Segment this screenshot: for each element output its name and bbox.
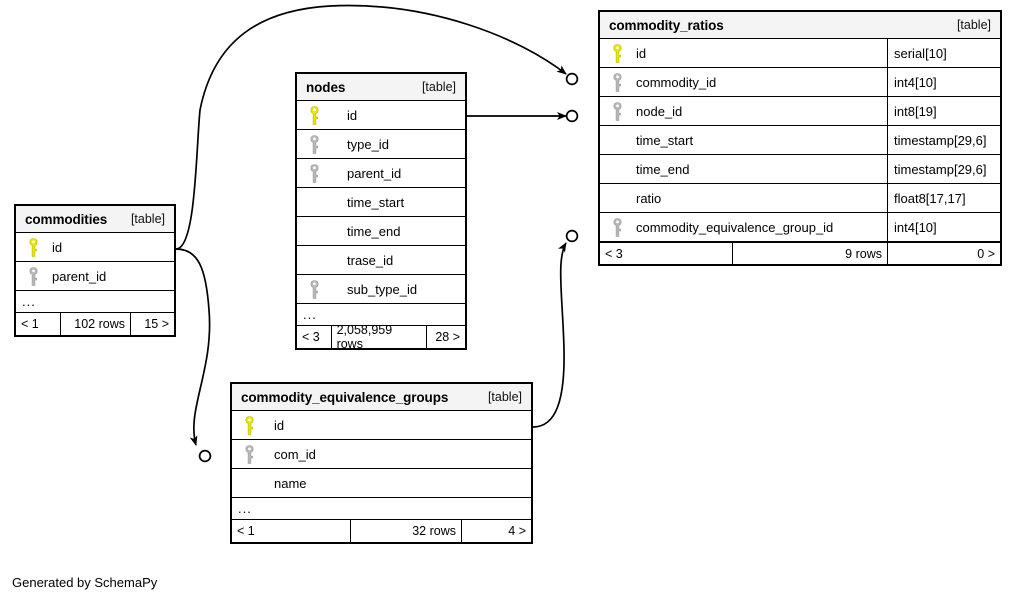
column-type: int4[10] (887, 68, 1000, 96)
column-name: id (636, 45, 647, 61)
column-type: timestamp[29,6] (887, 126, 1000, 154)
column-name: time_end (636, 161, 690, 177)
next-page-button[interactable]: 28 > (425, 326, 465, 348)
row-count: 102 rows (60, 313, 130, 335)
table-commodities[interactable]: commodities [table] id (14, 204, 176, 337)
edge-nodes-to-commodity-ratios (467, 109, 579, 123)
row-count: 9 rows (732, 243, 887, 264)
table-header-commodities: commodities [table] (16, 206, 174, 233)
table-tag: [table] (130, 212, 165, 226)
column-row[interactable]: node_id int8[19] (600, 97, 1000, 126)
next-page-button[interactable]: 0 > (887, 243, 1000, 264)
key-icon-grey (607, 72, 628, 92)
column-row[interactable]: id (232, 411, 531, 440)
column-type: timestamp[29,6] (887, 155, 1000, 183)
table-nodes[interactable]: nodes [table] id (295, 72, 467, 351)
column-name: node_id (636, 103, 683, 119)
table-header-commodity-equivalence-groups: commodity_equivalence_groups [table] (232, 384, 531, 411)
column-name: commodity_id (636, 74, 717, 90)
key-icon-yellow (607, 43, 628, 63)
table-title: commodity_ratios (609, 17, 724, 33)
next-page-button[interactable]: 15 > (130, 313, 174, 335)
key-icon-grey (607, 101, 628, 121)
column-name: ratio (636, 190, 662, 206)
prev-page-button[interactable]: < 1 (237, 524, 255, 538)
table-tag: [table] (956, 18, 991, 32)
table-commodity-equivalence-groups[interactable]: commodity_equivalence_groups [table] id (230, 382, 533, 544)
column-name: parent_id (52, 268, 107, 284)
column-name: sub_type_id (347, 281, 418, 297)
table-title: commodities (25, 211, 108, 227)
column-name: name (274, 475, 307, 491)
column-type: serial[10] (887, 39, 1000, 67)
column-name: time_start (636, 132, 694, 148)
column-row[interactable]: com_id (232, 440, 531, 469)
key-icon-yellow (239, 415, 260, 435)
key-icon-grey (23, 266, 44, 286)
table-footer: < 1 102 rows 15 > (16, 313, 174, 335)
column-row[interactable]: id (297, 101, 465, 130)
table-tag: [table] (487, 390, 522, 404)
key-icon-yellow (304, 105, 325, 125)
column-row[interactable]: time_end timestamp[29,6] (600, 155, 1000, 184)
table-title: commodity_equivalence_groups (241, 389, 449, 405)
table-header-nodes: nodes [table] (297, 74, 465, 101)
prev-page-button[interactable]: < 1 (21, 317, 39, 331)
table-footer: < 3 2,058,959 rows 28 > (297, 323, 465, 351)
column-row[interactable]: commodity_id int4[10] (600, 68, 1000, 97)
table-commodity-ratios[interactable]: commodity_ratios [table] id serial[10] (598, 10, 1002, 266)
column-row[interactable]: parent_id (16, 262, 174, 291)
table-header-commodity-ratios: commodity_ratios [table] (600, 12, 1000, 39)
next-page-button[interactable]: 4 > (461, 520, 531, 542)
row-count: 2,058,959 rows (330, 323, 426, 351)
table-tag: [table] (421, 80, 456, 94)
key-icon-grey (304, 279, 325, 299)
prev-page-button[interactable]: < 3 (605, 246, 623, 261)
column-row[interactable]: trase_id (297, 246, 465, 275)
column-name: commodity_equivalence_group_id (636, 219, 834, 235)
column-row[interactable]: id (16, 233, 174, 262)
more-columns-ellipsis: ... (232, 498, 531, 520)
column-name: id (52, 239, 63, 255)
more-columns-ellipsis: ... (16, 291, 174, 313)
column-row[interactable]: type_id (297, 130, 465, 159)
edge-ceg-to-commodity-ratios (532, 229, 579, 428)
generated-by-credit: Generated by SchemaPy (12, 575, 158, 590)
column-row[interactable]: commodity_equivalence_group_id int4[10] (600, 213, 1000, 242)
column-name: time_start (347, 194, 405, 210)
column-row[interactable]: id serial[10] (600, 39, 1000, 68)
column-name: parent_id (347, 165, 402, 181)
column-name: trase_id (347, 252, 394, 268)
column-row[interactable]: time_end (297, 217, 465, 246)
key-icon-grey (607, 217, 628, 237)
column-name: time_end (347, 223, 401, 239)
table-title: nodes (306, 79, 346, 95)
column-row[interactable]: time_start (297, 188, 465, 217)
key-icon-yellow (23, 237, 44, 257)
column-type: int8[19] (887, 97, 1000, 125)
column-type: float8[17,17] (887, 184, 1000, 212)
column-row[interactable]: parent_id (297, 159, 465, 188)
column-name: type_id (347, 136, 389, 152)
column-row[interactable]: name (232, 469, 531, 498)
column-row[interactable]: time_start timestamp[29,6] (600, 126, 1000, 155)
key-icon-grey (239, 444, 260, 464)
table-footer: < 3 9 rows 0 > (600, 242, 1000, 264)
column-name: id (347, 107, 358, 123)
key-icon-grey (304, 163, 325, 183)
column-type: int4[10] (887, 213, 1000, 241)
more-columns-ellipsis: ... (297, 304, 465, 326)
column-name: com_id (274, 446, 316, 462)
prev-page-button[interactable]: < 3 (302, 330, 320, 344)
table-footer: < 1 32 rows 4 > (232, 520, 531, 542)
column-row[interactable]: ratio float8[17,17] (600, 184, 1000, 213)
edge-commodities-to-ceg (175, 248, 212, 463)
column-name: id (274, 417, 285, 433)
row-count: 32 rows (350, 520, 461, 542)
key-icon-grey (304, 134, 325, 154)
column-row[interactable]: sub_type_id (297, 275, 465, 304)
